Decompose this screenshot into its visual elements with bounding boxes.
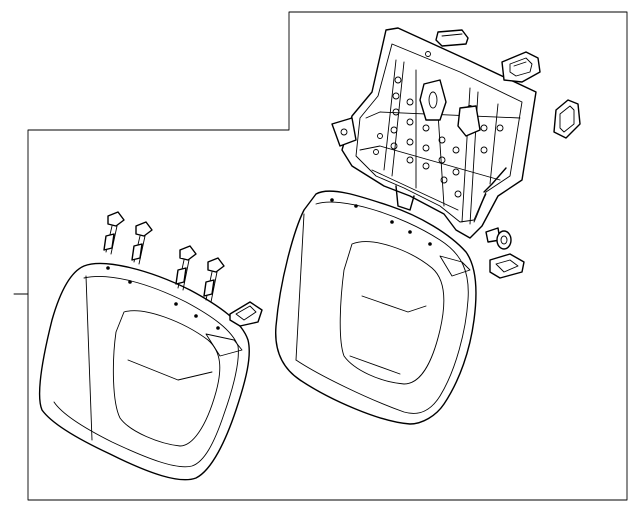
seat-back-small[interactable] [38, 262, 250, 481]
release-handle[interactable] [553, 99, 581, 139]
seat-back-frame[interactable] [331, 27, 537, 239]
latch-cover-large-seat[interactable] [489, 253, 525, 279]
headrest-guide-1[interactable] [103, 211, 125, 255]
frame-holes [373, 51, 504, 198]
clip-top[interactable] [435, 29, 469, 47]
pivot-bushing[interactable] [485, 227, 512, 250]
latch-bezel-right[interactable] [501, 51, 541, 83]
seat-back-large[interactable] [275, 190, 477, 425]
headrest-guide-4[interactable] [203, 257, 225, 303]
frame-bracket [419, 79, 447, 121]
headrest-guide-2[interactable] [131, 221, 153, 265]
frame-latch [457, 105, 481, 137]
headrest-guide-3[interactable] [175, 245, 197, 291]
group-border [13, 11, 628, 501]
frame-hinge-left [331, 117, 357, 147]
latch-cover-small-seat[interactable] [229, 301, 263, 327]
